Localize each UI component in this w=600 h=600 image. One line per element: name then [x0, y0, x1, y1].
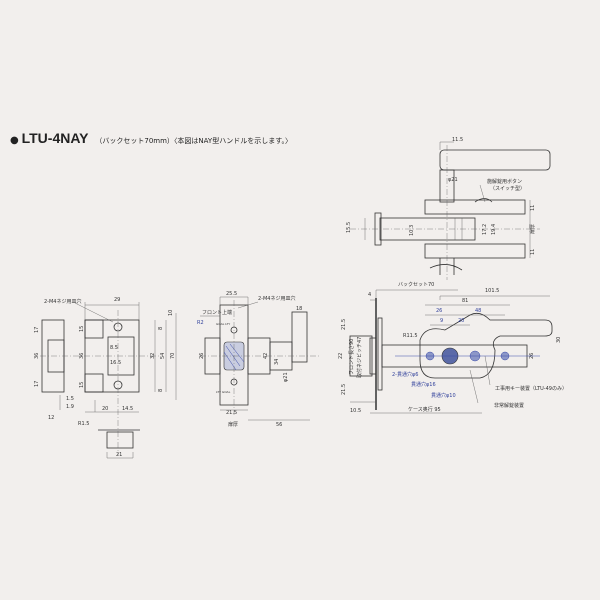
dim-26-right: 26 [529, 353, 535, 359]
dim-11-top: 11 [530, 205, 536, 211]
dim-9: 9 [440, 318, 443, 324]
case-depth-label: ケース奥行 95 [408, 406, 441, 413]
dim-32: 32 [150, 353, 156, 359]
brand-mark-bottom: LTY GOAL [216, 390, 231, 394]
dim-8-5: 8.5 [110, 345, 118, 351]
front-view: フロント上端 2-M4ネジ用皿穴 25.5 R2 GOAL LTY LTY GO… [197, 291, 320, 428]
button-label: 施解錠用ボタン [487, 178, 522, 185]
dim-30: 30 [556, 337, 562, 343]
dim-22: 22 [338, 353, 344, 359]
dim-r11-5: R11.5 [403, 333, 418, 339]
button-label-sub: （スイッチ型） [490, 185, 525, 192]
hole-16-label: 貫通穴φ16 [411, 381, 436, 388]
dim-phi21-front: φ21 [283, 372, 289, 382]
hole-2x6-label: 2-貫通穴φ6 [392, 371, 418, 378]
dim-19-4: 19.4 [491, 224, 497, 235]
dim-17-bottom: 17 [34, 381, 40, 387]
strike-screw-holes-label: 2-M4ネジ用皿穴 [44, 298, 81, 305]
front-screw-holes-label: 2-M4ネジ用皿穴 [258, 295, 295, 302]
dim-10-3: 10.3 [409, 225, 415, 236]
screw-pitch-label: 取付ネジピッチ47 [356, 337, 363, 378]
dim-1-9: 1.9 [66, 404, 74, 410]
brand-mark-top: GOAL LTY [216, 322, 230, 326]
dim-21-5-top: 21.5 [341, 319, 347, 330]
dim-15-top: 15 [79, 326, 85, 332]
dim-54: 54 [160, 353, 166, 359]
dim-18: 18 [296, 306, 302, 312]
dim-29: 29 [114, 297, 120, 303]
dim-16-5: 16.5 [110, 360, 121, 366]
side-view: フロント長さ90 取付ネジピッチ47 21.5 22 21.5 4 バックセット… [338, 282, 567, 414]
dim-26-side: 26 [436, 308, 442, 314]
dim-12: 12 [48, 415, 54, 421]
dim-1-5: 1.5 [66, 396, 74, 402]
drawing-title: ● LTU-4NAY （バックセット70mm）〈本図はNAY型ハンドルを示します… [10, 130, 292, 146]
dim-11-5: 11.5 [452, 137, 463, 143]
dim-21-5-bottom: 21.5 [341, 384, 347, 395]
dim-21-5: 21.5 [226, 410, 237, 416]
front-length-label: フロント長さ90 [348, 339, 355, 375]
construction-key-label: 工事用キー装置（LTU-49のみ） [495, 385, 567, 392]
dim-11-bottom: 11 [530, 249, 536, 255]
dim-70: 70 [170, 353, 176, 359]
dim-36: 36 [79, 353, 85, 359]
dim-36-left: 36 [34, 353, 40, 359]
door-thickness-front: 扉厚 [228, 421, 238, 428]
dim-phi21: φ21 [448, 177, 458, 183]
front-top-label: フロント上端 [202, 309, 232, 316]
strike-plate-view: 2-M4ネジ用皿穴 29 17 36 17 15 36 15 8.5 16.5 … [34, 297, 177, 459]
subtitle: （バックセット70mm）〈本図はNAY型ハンドルを示します。〉 [95, 137, 292, 145]
dim-8-bottom: 8 [158, 389, 164, 392]
dim-10-5: 10.5 [350, 408, 361, 414]
dim-42: 42 [263, 353, 269, 359]
door-thickness-label: 扉厚 [529, 224, 536, 234]
dim-34: 34 [274, 359, 280, 365]
dim-r2: R2 [197, 320, 204, 326]
dim-r1-5: R1.5 [78, 421, 89, 427]
dim-15-5: 15.5 [346, 222, 352, 233]
dim-17-2: 17.2 [482, 224, 488, 235]
backset-label: バックセット70 [398, 282, 434, 288]
dim-14-5: 14.5 [122, 406, 133, 412]
dim-56: 56 [276, 422, 282, 428]
hole-10-label: 貫通穴φ10 [431, 392, 456, 399]
top-view: 11.5 φ21 施解錠用ボタン （スイッチ型） 15.5 10.3 17.2 … [346, 137, 551, 280]
dim-8-top: 8 [158, 327, 164, 330]
dim-17-top: 17 [34, 327, 40, 333]
dim-15-bottom: 15 [79, 382, 85, 388]
dim-25-5: 25.5 [226, 291, 237, 297]
emergency-release-label: 非常解錠装置 [494, 402, 524, 409]
dim-101-5: 101.5 [485, 288, 499, 294]
dim-20: 20 [102, 406, 108, 412]
model-name: LTU-4NAY [21, 130, 89, 146]
bullet: ● [10, 135, 19, 146]
dim-48: 48 [475, 308, 481, 314]
dim-10: 10 [168, 310, 174, 316]
dim-20-side: 20 [458, 318, 464, 324]
dim-21: 21 [116, 452, 122, 458]
dim-26: 26 [199, 353, 205, 359]
dim-81: 81 [462, 298, 468, 304]
dim-4: 4 [368, 292, 371, 298]
